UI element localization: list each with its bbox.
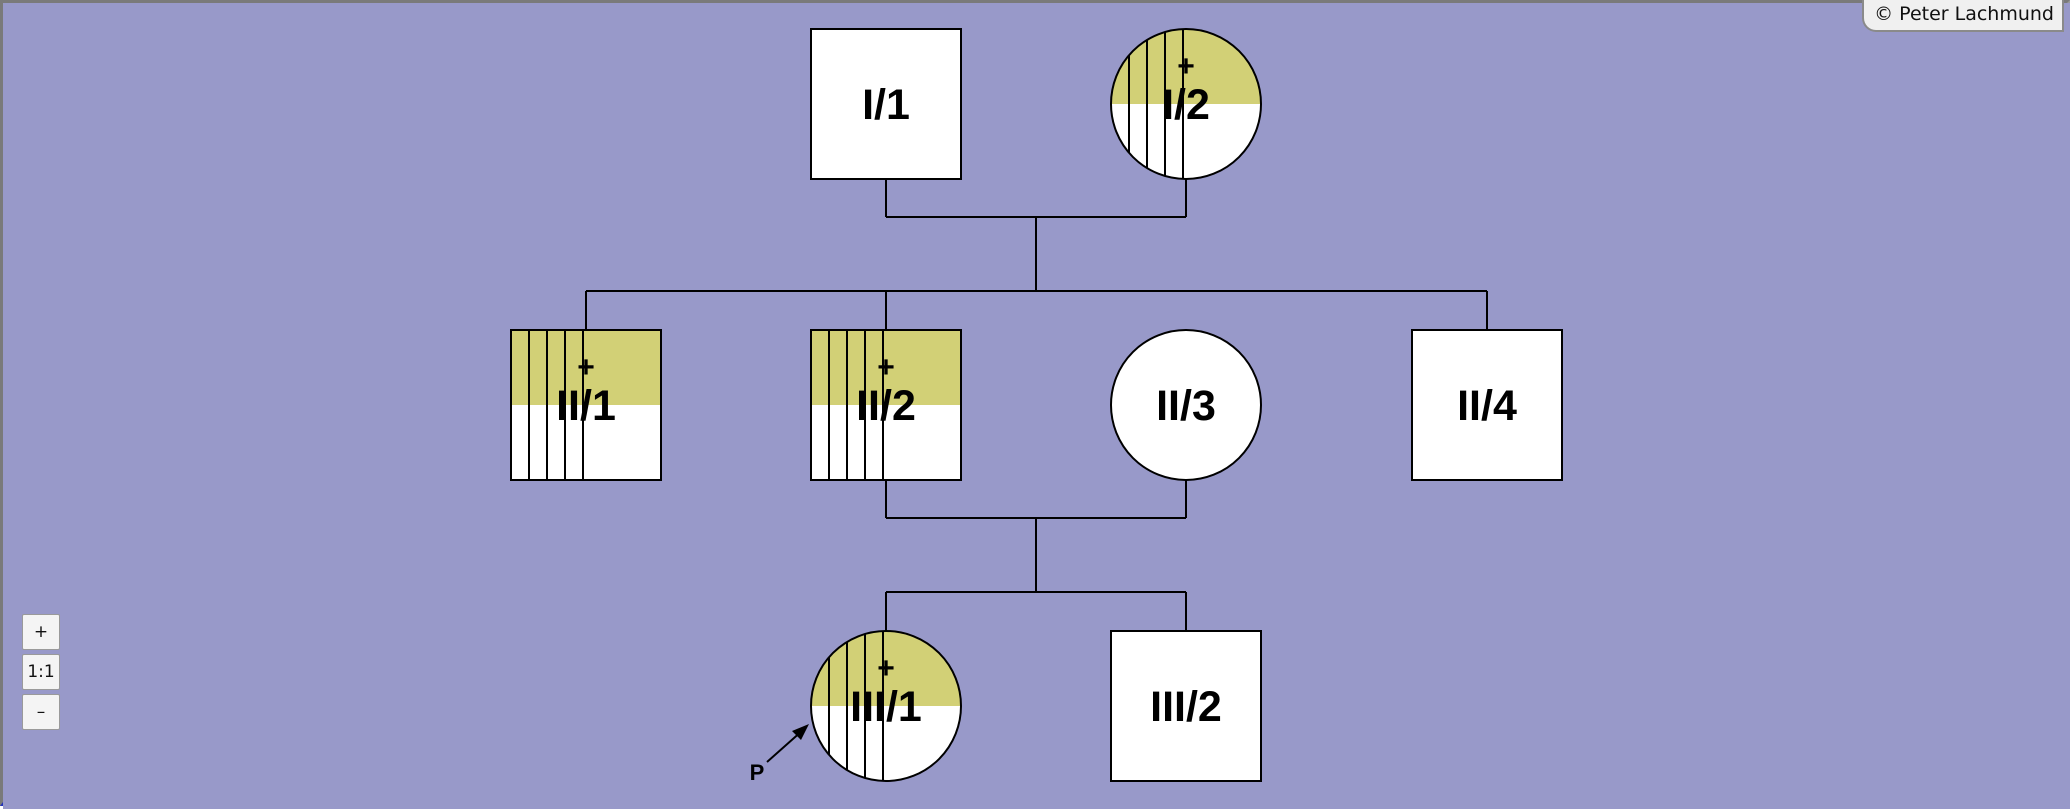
individual-i-1[interactable]: I/1: [810, 28, 962, 180]
copyright-label: © Peter Lachmund: [1862, 0, 2064, 32]
symbol-outline: [810, 630, 962, 782]
individual-iii-2[interactable]: III/2: [1110, 630, 1262, 782]
zoom-reset-button[interactable]: 1:1: [22, 654, 60, 690]
affected-fill: [811, 330, 961, 405]
pedigree-background: [3, 3, 2070, 809]
female-symbol: [1111, 330, 1261, 480]
proband-arrowhead: [792, 724, 809, 740]
affected-fill: [511, 330, 661, 405]
deceased-marker: +: [877, 351, 895, 384]
individual-label: III/1: [850, 683, 922, 731]
deceased-marker: +: [577, 351, 595, 384]
individual-label: III/2: [1150, 683, 1222, 731]
individual-label: I/2: [1162, 81, 1210, 129]
connection-lines: [585, 179, 1488, 631]
symbol-outline: [1110, 630, 1262, 782]
symbol-outline: [510, 329, 662, 481]
individual-ii-3[interactable]: II/3: [1110, 329, 1262, 481]
symbol-outline: [810, 329, 962, 481]
zoom-out-button[interactable]: –: [22, 694, 60, 730]
deceased-marker: +: [877, 652, 895, 685]
individual-ii-4[interactable]: II/4: [1411, 329, 1563, 481]
deceased-marker: +: [1177, 50, 1195, 83]
male-symbol: [811, 29, 961, 179]
individual-label: II/3: [1156, 382, 1216, 430]
zoom-in-button[interactable]: +: [22, 614, 60, 650]
individual-ii-1[interactable]: +II/1: [509, 328, 663, 482]
individual-label: II/2: [856, 382, 916, 430]
individual-label: II/1: [556, 382, 616, 430]
male-symbol: [1111, 631, 1261, 781]
proband-marker: P: [750, 760, 765, 785]
zoom-controls: + 1:1 –: [22, 614, 62, 734]
symbol-outline: [1411, 329, 1563, 481]
male-symbol: [1412, 330, 1562, 480]
symbol-outline: [1110, 329, 1262, 481]
individual-ii-2[interactable]: +II/2: [809, 328, 963, 482]
symbol-outline: [1110, 28, 1262, 180]
individual-label: I/1: [862, 81, 910, 129]
symbol-outline: [810, 28, 962, 180]
individual-label: II/4: [1457, 382, 1517, 430]
